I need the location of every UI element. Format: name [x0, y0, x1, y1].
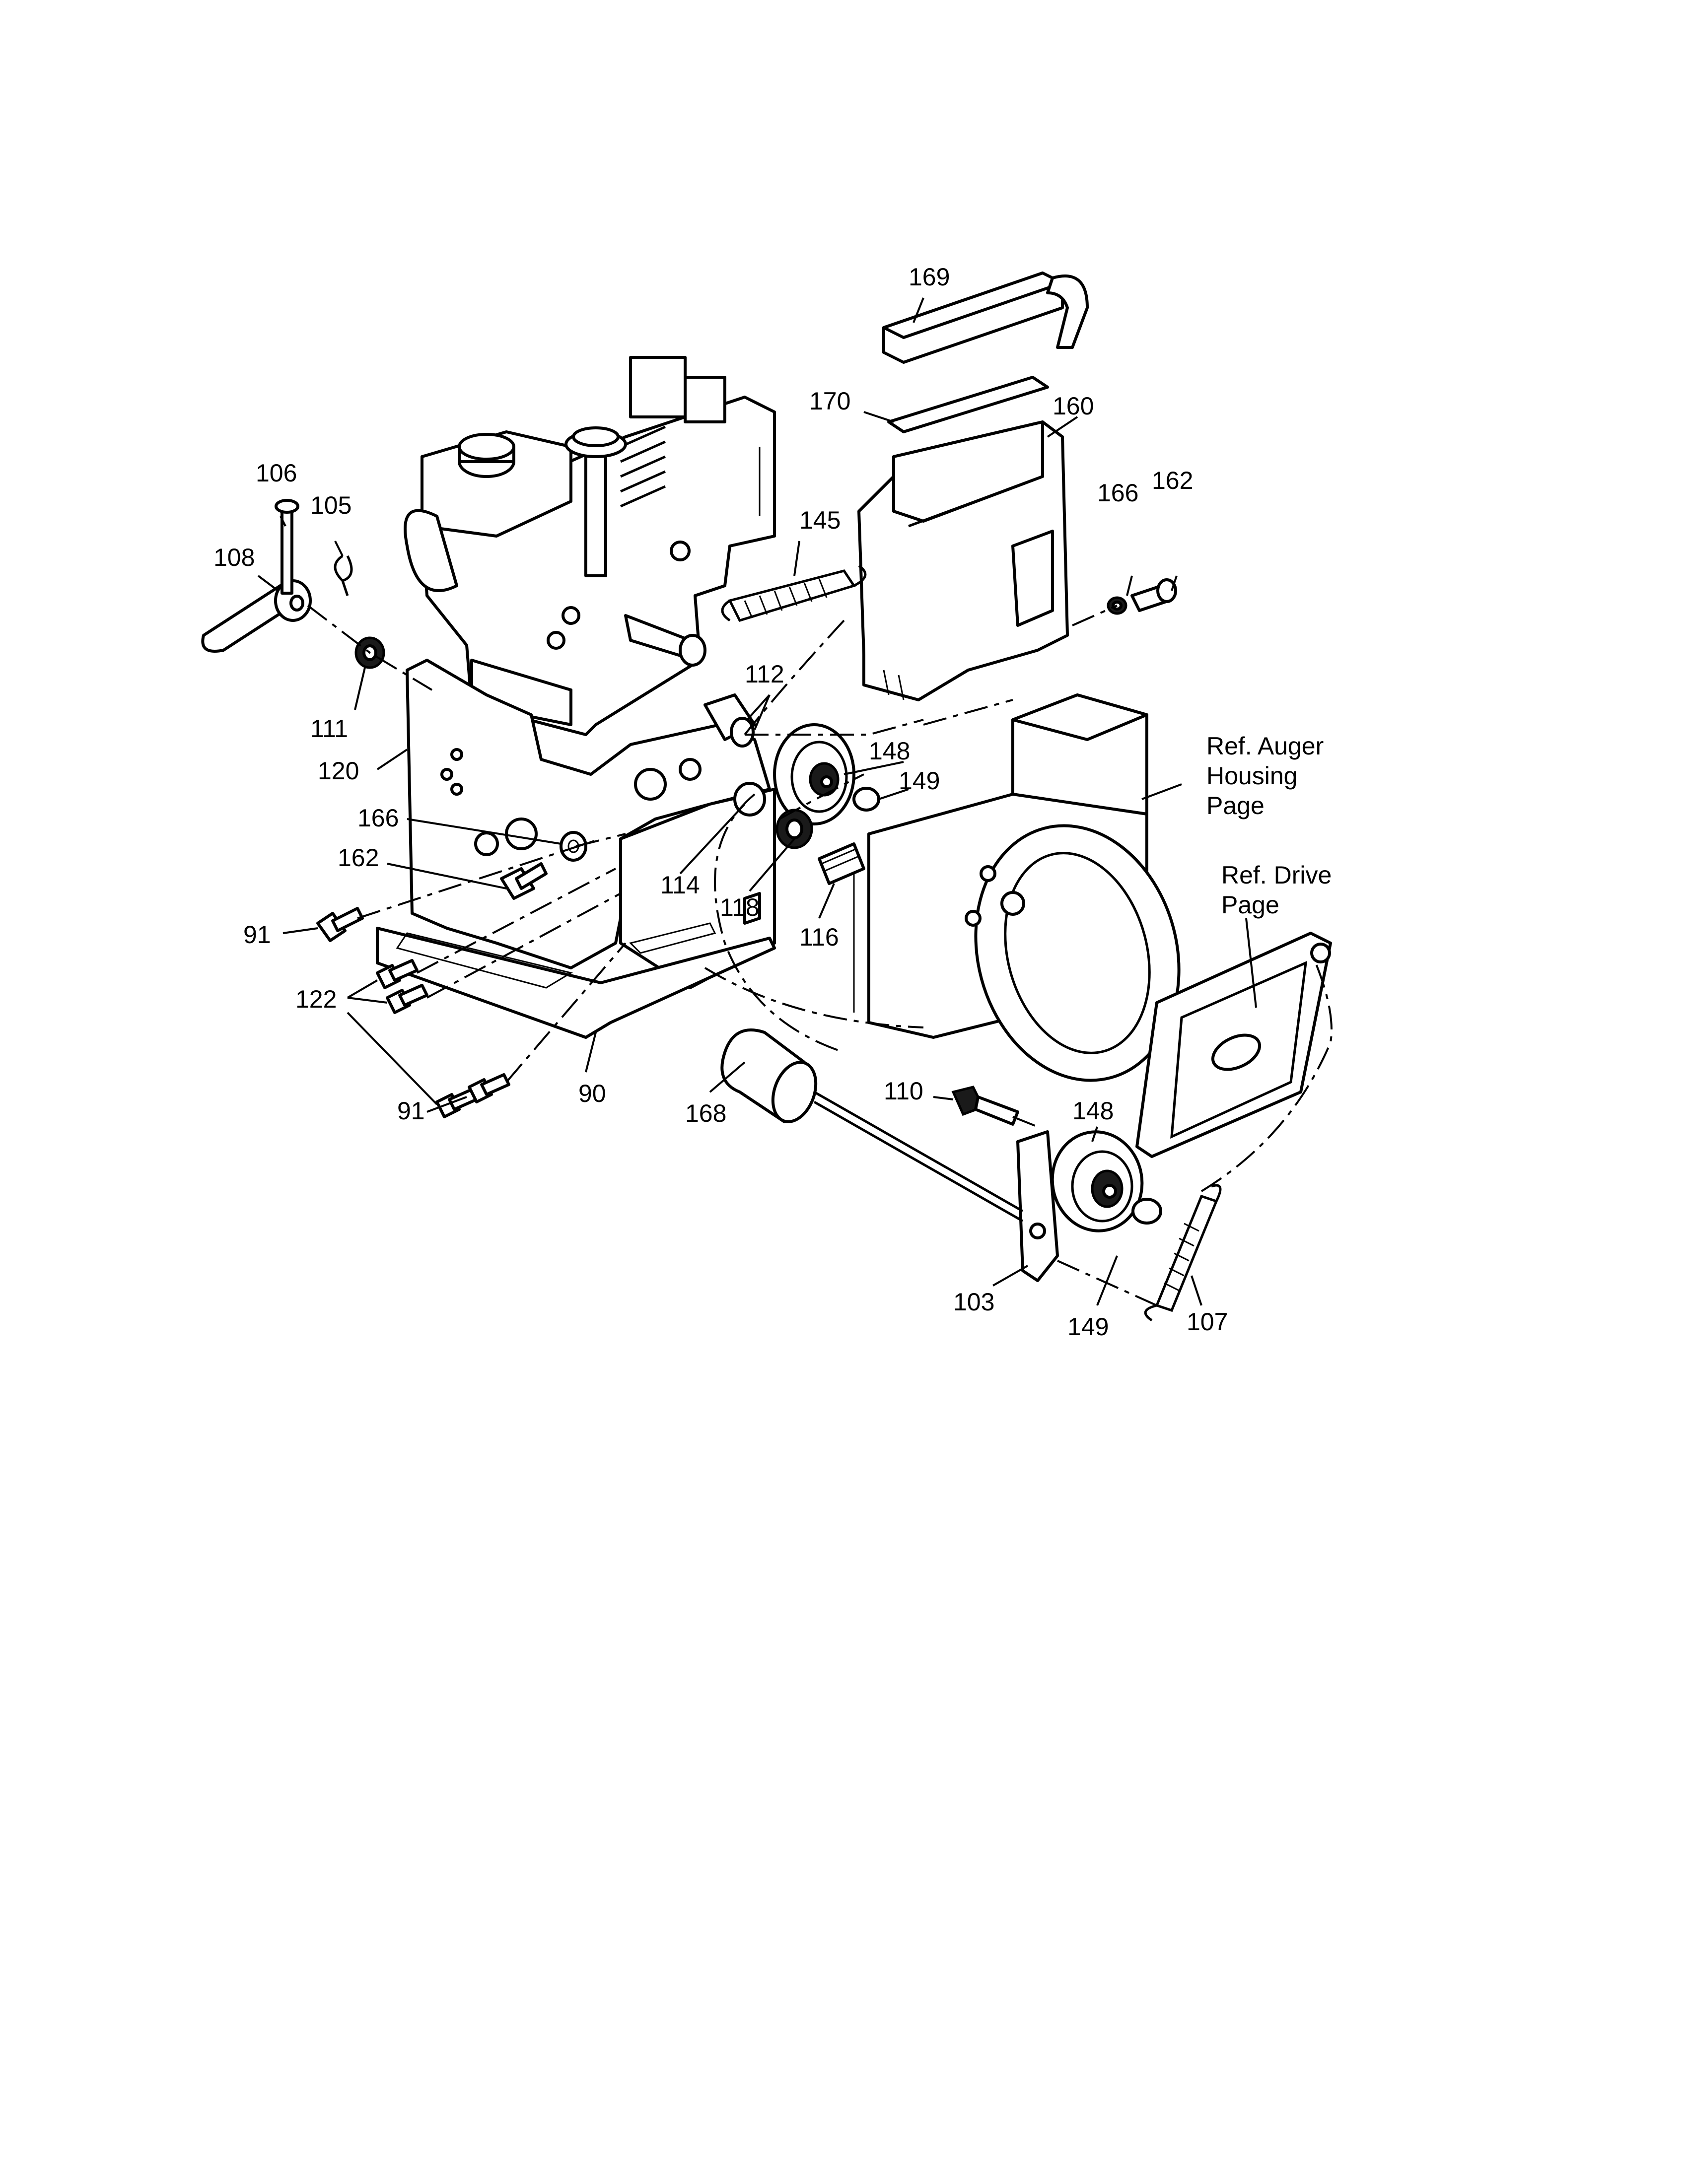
bolt-116 — [818, 842, 865, 885]
callout-114: 114 — [660, 871, 700, 899]
gasket-170 — [887, 376, 1049, 433]
ref-auger-line-3: Page — [1206, 792, 1265, 819]
callout-112: 112 — [745, 660, 784, 688]
callout-91-lower: 91 — [397, 1097, 425, 1125]
spring-145 — [721, 564, 867, 622]
callout-168: 168 — [685, 1099, 726, 1127]
engine-assembly — [404, 356, 776, 736]
hairpin-105 — [334, 554, 353, 596]
callout-118: 118 — [720, 893, 760, 921]
bolt-162-lower — [500, 862, 548, 900]
idler-arm-103 — [813, 1091, 1059, 1282]
lever-108 — [201, 579, 312, 653]
callout-162: 162 — [1152, 467, 1193, 494]
auger-housing-ref — [853, 693, 1181, 1082]
frame-120 — [406, 659, 776, 989]
leader-lines — [257, 297, 1257, 1306]
bolt-91-upper — [316, 907, 364, 942]
callout-91-upper: 91 — [243, 921, 271, 949]
callout-107: 107 — [1187, 1308, 1228, 1336]
callout-120: 120 — [318, 757, 359, 785]
ref-auger-line-1: Ref. Auger — [1206, 732, 1324, 760]
callout-162-lower: 162 — [338, 844, 379, 872]
callout-111: 111 — [310, 715, 348, 743]
callout-149-lower: 149 — [1067, 1313, 1109, 1341]
callout-170: 170 — [809, 387, 850, 415]
callout-labels: 169 170 160 166 162 106 105 108 145 111 … — [213, 263, 1228, 1341]
assembly-centerlines — [307, 605, 1333, 1306]
callout-106: 106 — [256, 459, 297, 487]
drive-bracket-ref — [1135, 932, 1332, 1158]
belt-cover-160 — [857, 420, 1069, 701]
callout-149-upper: 149 — [899, 767, 940, 795]
washer-118 — [775, 809, 813, 849]
upper-right-hardware — [1107, 578, 1177, 615]
callout-148-lower: 148 — [1072, 1097, 1114, 1125]
callout-105: 105 — [310, 491, 352, 519]
cylinder-fins-icon — [620, 425, 666, 508]
callout-166: 166 — [1097, 479, 1138, 507]
bolt-110 — [951, 1086, 1019, 1126]
callout-160: 160 — [1053, 392, 1094, 420]
bottom-plate-90 — [376, 922, 776, 1039]
callout-148-upper: 148 — [869, 737, 910, 765]
ref-drive-line-2: Page — [1221, 891, 1279, 919]
cover-cap-169 — [882, 272, 1089, 364]
bolts-91-lower — [435, 1073, 510, 1118]
callout-169: 169 — [909, 263, 950, 291]
callout-122: 122 — [295, 985, 337, 1013]
callout-103: 103 — [953, 1288, 994, 1316]
callout-145: 145 — [799, 506, 841, 534]
nut-149-lower — [1131, 1198, 1162, 1225]
pulley-148-upper — [773, 723, 855, 825]
pin-106 — [275, 499, 299, 595]
callout-90: 90 — [578, 1080, 606, 1107]
reference-notes: Ref. Auger Housing Page Ref. Drive Page — [1206, 732, 1332, 919]
bolts-122 — [376, 959, 428, 1014]
washer-166-lower — [560, 831, 587, 862]
callout-108: 108 — [213, 544, 255, 571]
ref-drive-line-1: Ref. Drive — [1221, 861, 1332, 889]
callout-110: 110 — [884, 1077, 923, 1105]
spring-107 — [1144, 1184, 1222, 1322]
spacer-112 — [703, 693, 756, 748]
nut-149-upper — [852, 787, 880, 812]
pulley-148-lower — [1051, 1130, 1144, 1232]
callout-166-lower: 166 — [357, 804, 399, 832]
ref-auger-line-2: Housing — [1206, 762, 1297, 790]
roller-168 — [720, 1028, 818, 1123]
callout-116: 116 — [799, 923, 839, 951]
